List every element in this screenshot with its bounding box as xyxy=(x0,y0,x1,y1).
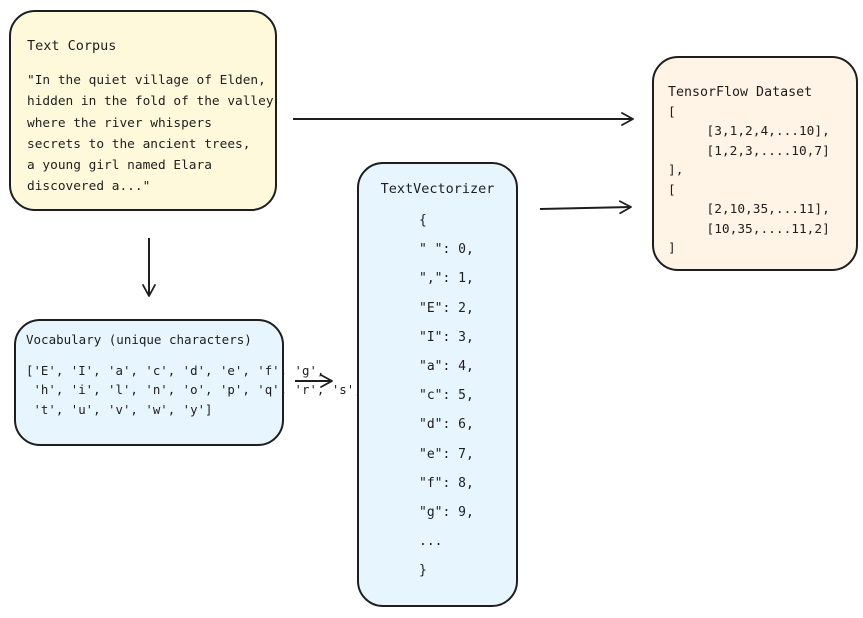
mapping-line: "I": 3, xyxy=(419,329,474,345)
mapping-line: "e": 7, xyxy=(419,446,474,462)
mapping-line: "d": 6, xyxy=(419,417,474,433)
dataset-line: [1,2,3,....10,7] xyxy=(668,143,830,159)
dataset-line: [3,1,2,4,...10], xyxy=(668,124,830,139)
tensorflow-dataset-box: TensorFlow Dataset [ [3,1,2,4,...10], [1… xyxy=(652,56,858,271)
mapping-line: "f": 8, xyxy=(419,475,474,491)
dataset-line: [10,35,....11,2] xyxy=(668,221,830,237)
dataset-line: [ xyxy=(668,104,676,120)
dataset-line: ], xyxy=(668,163,684,178)
text-corpus-box: Text Corpus "In the quiet village of Eld… xyxy=(9,10,277,211)
vocabulary-line: ['E', 'I', 'a', 'c', 'd', 'e', 'f', 'g', xyxy=(26,363,325,378)
text-corpus-line: secrets to the ancient trees, xyxy=(27,136,251,152)
mapping-line: ",": 1, xyxy=(419,271,474,287)
arrow-vectorizer-to-dataset xyxy=(539,200,632,215)
mapping-line: { xyxy=(419,213,427,228)
mapping-line: } xyxy=(419,563,427,579)
mapping-line: "a": 4, xyxy=(419,359,474,375)
text-corpus-line: where the river whispers xyxy=(27,115,212,131)
text-corpus-line: discovered a..." xyxy=(27,179,151,195)
text-vectorizer-box: TextVectorizer { " ": 0, ",": 1, "E": 2,… xyxy=(357,162,518,607)
dataset-line: [ xyxy=(668,182,676,198)
mapping-line: ... xyxy=(419,534,443,550)
vocabulary-line: 'h', 'i', 'l', 'n', 'o', 'p', 'q', 'r', … xyxy=(26,382,362,398)
vocabulary-title: Vocabulary (unique characters) xyxy=(26,332,252,347)
text-corpus-line: a young girl named Elara xyxy=(27,158,212,174)
text-vectorizer-mapping: { " ": 0, ",": 1, "E": 2, "I": 3, "a": 4… xyxy=(359,206,516,586)
tensorflow-dataset-content: [ [3,1,2,4,...10], [1,2,3,....10,7] ], [… xyxy=(668,103,856,259)
text-corpus-line: "In the quiet village of Elden, xyxy=(27,73,266,88)
dataset-line: ] xyxy=(668,241,676,256)
vocabulary-content: ['E', 'I', 'a', 'c', 'd', 'e', 'f', 'g',… xyxy=(26,361,362,419)
text-vectorizer-title: TextVectorizer xyxy=(380,181,495,197)
text-corpus-content: "In the quiet village of Elden, hidden i… xyxy=(27,70,275,198)
mapping-line: "g": 9, xyxy=(419,505,474,521)
mapping-line: "E": 2, xyxy=(419,300,474,316)
mapping-line: " ": 0, xyxy=(419,242,474,258)
vocabulary-line: 't', 'u', 'v', 'w', 'y'] xyxy=(26,401,213,417)
mapping-line: "c": 5, xyxy=(419,388,474,404)
vocabulary-box: Vocabulary (unique characters) ['E', 'I'… xyxy=(14,319,362,446)
text-corpus-title: Text Corpus xyxy=(27,38,117,54)
tensorflow-dataset-title: TensorFlow Dataset xyxy=(668,85,813,100)
text-corpus-line: hidden in the fold of the valley xyxy=(27,94,274,110)
dataset-line: [2,10,35,...11], xyxy=(668,202,830,217)
